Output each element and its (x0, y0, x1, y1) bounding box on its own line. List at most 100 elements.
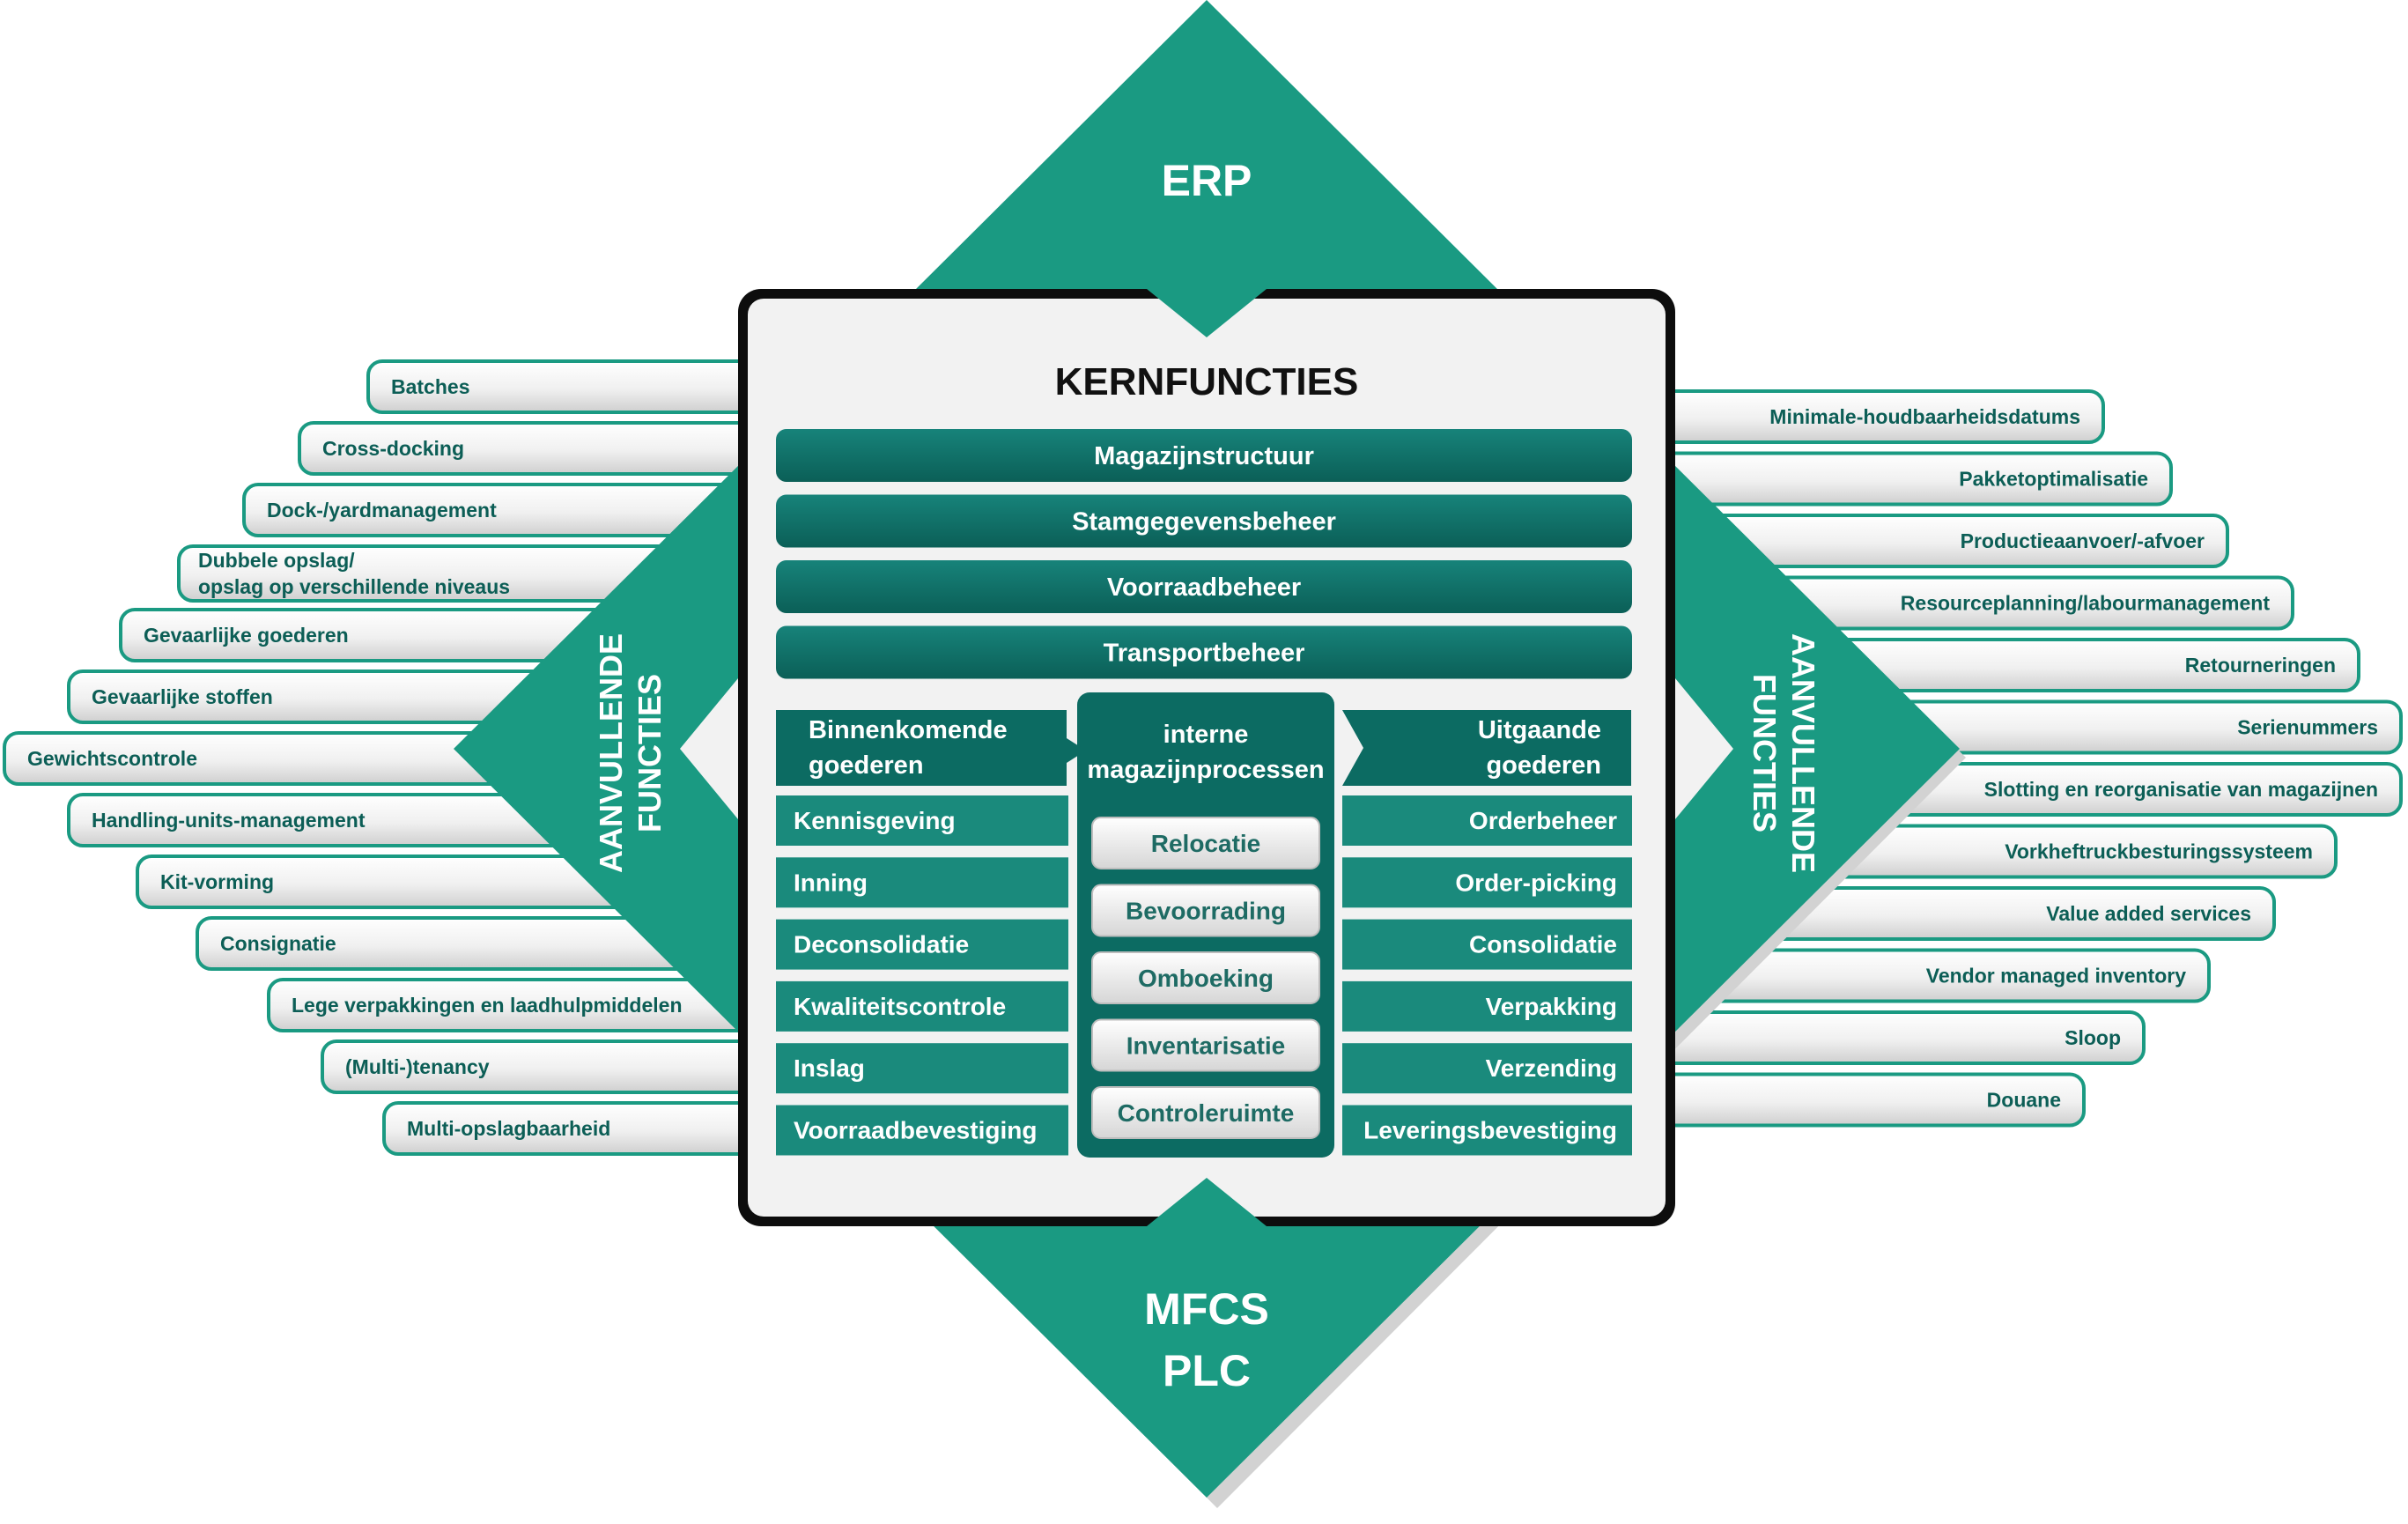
outbound-row: Order-picking (1342, 857, 1632, 908)
inbound-row: Deconsolidatie (776, 919, 1068, 970)
outbound-row-shape (1342, 857, 1632, 908)
inbound-row: Inslag (776, 1043, 1068, 1094)
right-function-label: Minimale-houdbaarheidsdatums (1769, 405, 2080, 428)
internal-header-line1: interne (1163, 721, 1249, 749)
inbound-header (776, 710, 1067, 786)
outbound-row-label: Order-picking (1455, 869, 1617, 896)
left-function-pill: Cross-docking (298, 421, 794, 476)
outbound-row-shape (1342, 1043, 1632, 1094)
internal-item-label: Relocatie (1151, 830, 1261, 857)
left-side-line1: AANVULLENDE (593, 633, 629, 873)
inbound-column: Binnenkomende goederen KennisgevingInnin… (776, 710, 1068, 1156)
left-function-label: Gewichtscontrole (27, 747, 197, 770)
core-bar-label: Transportbeheer (1104, 640, 1305, 668)
right-function-pill: Sloop (1636, 1010, 2146, 1065)
left-function-label: Batches (391, 375, 469, 398)
left-function-label: Gevaarlijke goederen (144, 624, 349, 647)
left-function-label: (Multi-)tenancy (345, 1055, 490, 1078)
outbound-header-line1: Uitgaande (1478, 716, 1601, 744)
inbound-row-label: Deconsolidatie (794, 931, 969, 958)
outbound-rows: OrderbeheerOrder-pickingConsolidatieVerp… (1342, 795, 1632, 1156)
left-function-label: Kit-vorming (160, 870, 274, 893)
right-side-label: AANVULLENDE FUNCTIES (1747, 633, 1821, 873)
core-bar-shape (776, 625, 1632, 679)
inbound-row-shape (776, 795, 1068, 846)
outbound-column: Uitgaande goederen OrderbeheerOrder-pick… (1342, 710, 1632, 1156)
inbound-row-label: Kennisgeving (794, 807, 956, 834)
mfcs-label: MFCS (1144, 1284, 1269, 1334)
top-notch (1147, 289, 1267, 337)
erp-label: ERP (1162, 156, 1252, 205)
inbound-row-label: Kwaliteitscontrole (794, 993, 1006, 1020)
inbound-row-label: Inning (794, 869, 868, 896)
internal-arrow (1342, 738, 1362, 763)
internal-header-line2: magazijnprocessen (1087, 756, 1324, 784)
core-bar: Stamgegevensbeheer (776, 494, 1632, 548)
left-side-label: AANVULLENDE FUNCTIES (593, 633, 668, 873)
inbound-row: Voorraadbevestiging (776, 1105, 1068, 1156)
internal-item-label: Controleruimte (1118, 1099, 1295, 1127)
left-function-label: Cross-docking (322, 437, 464, 460)
core-bar-shape (776, 429, 1632, 482)
internal-item: Inventarisatie (1091, 1018, 1320, 1072)
inbound-header-line1: Binnenkomende (809, 716, 1008, 744)
left-function-label: opslag op verschillende niveaus (198, 575, 510, 598)
left-function-label: Multi-opslagbaarheid (407, 1117, 610, 1140)
left-function-label: Gevaarlijke stoffen (92, 685, 273, 708)
outbound-row-shape (1342, 919, 1632, 970)
inbound-row-shape (776, 980, 1068, 1032)
bottom-notch (1147, 1178, 1267, 1226)
right-function-label: Sloop (2065, 1026, 2121, 1049)
core-bar-label: Magazijnstructuur (1094, 442, 1314, 470)
outbound-header-line2: goederen (1486, 751, 1601, 780)
outbound-row-label: Verzending (1486, 1054, 1617, 1082)
right-function-pill: Pakketoptimalisatie (1636, 451, 2173, 507)
inbound-row-label: Inslag (794, 1054, 865, 1082)
internal-item: Bevoorrading (1091, 884, 1320, 937)
left-function-pills: BatchesCross-dockingDock-/yardmanagement… (3, 359, 794, 1156)
outbound-row: Leveringsbevestiging (1342, 1105, 1632, 1156)
outbound-row-label: Consolidatie (1469, 931, 1617, 958)
internal-item-label: Inventarisatie (1126, 1032, 1286, 1060)
outbound-row-label: Orderbeheer (1469, 807, 1617, 834)
right-side-line2: FUNCTIES (1747, 674, 1783, 832)
inbound-row: Kwaliteitscontrole (776, 980, 1068, 1032)
right-function-pill: Minimale-houdbaarheidsdatums (1636, 389, 2105, 444)
right-function-label: Productieaanvoer/-afvoer (1961, 529, 2205, 552)
core-bar-label: Stamgegevensbeheer (1072, 508, 1336, 536)
outbound-row-label: Verpakking (1486, 993, 1617, 1020)
right-function-label: Value added services (2046, 902, 2251, 925)
internal-item-shape (1091, 1086, 1320, 1139)
inbound-row: Kennisgeving (776, 795, 1068, 846)
left-function-pill: Dock-/yardmanagement (242, 483, 794, 537)
core-bar-shape (776, 494, 1632, 548)
right-function-label: Resourceplanning/labourmanagement (1901, 592, 2271, 615)
internal-item-shape (1091, 951, 1320, 1004)
internal-item-label: Omboeking (1138, 965, 1274, 992)
right-function-label: Retourneringen (2185, 654, 2336, 677)
core-bar-label: Voorraadbeheer (1107, 573, 1301, 602)
right-function-label: Pakketoptimalisatie (1959, 468, 2148, 491)
inbound-row-shape (776, 1105, 1068, 1156)
right-function-label: Serienummers (2237, 716, 2378, 739)
plc-label: PLC (1163, 1346, 1251, 1395)
inbound-arrow (1067, 738, 1086, 763)
outbound-row-shape (1342, 980, 1632, 1032)
outbound-header (1342, 710, 1631, 786)
core-title: KERNFUNCTIES (1055, 360, 1359, 403)
right-function-label: Vorkheftruckbesturingssysteem (2005, 840, 2313, 863)
right-function-pill: Douane (1636, 1072, 2086, 1128)
outbound-row: Verpakking (1342, 980, 1632, 1032)
inbound-rows: KennisgevingInningDeconsolidatieKwalitei… (776, 795, 1068, 1156)
right-function-label: Slotting en reorganisatie van magazijnen (1984, 778, 2378, 801)
left-function-label: Dubbele opslag/ (198, 549, 355, 572)
left-function-label: Lege verpakkingen en laadhulpmiddelen (292, 994, 683, 1017)
internal-item: Omboeking (1091, 951, 1320, 1004)
inbound-row-shape (776, 919, 1068, 970)
left-function-label: Consignatie (220, 932, 336, 955)
internal-column: interne magazijnprocessen RelocatieBevoo… (1077, 692, 1334, 1158)
core-bar: Transportbeheer (776, 625, 1632, 679)
outbound-row: Consolidatie (1342, 919, 1632, 970)
core-bar-shape (776, 560, 1632, 613)
